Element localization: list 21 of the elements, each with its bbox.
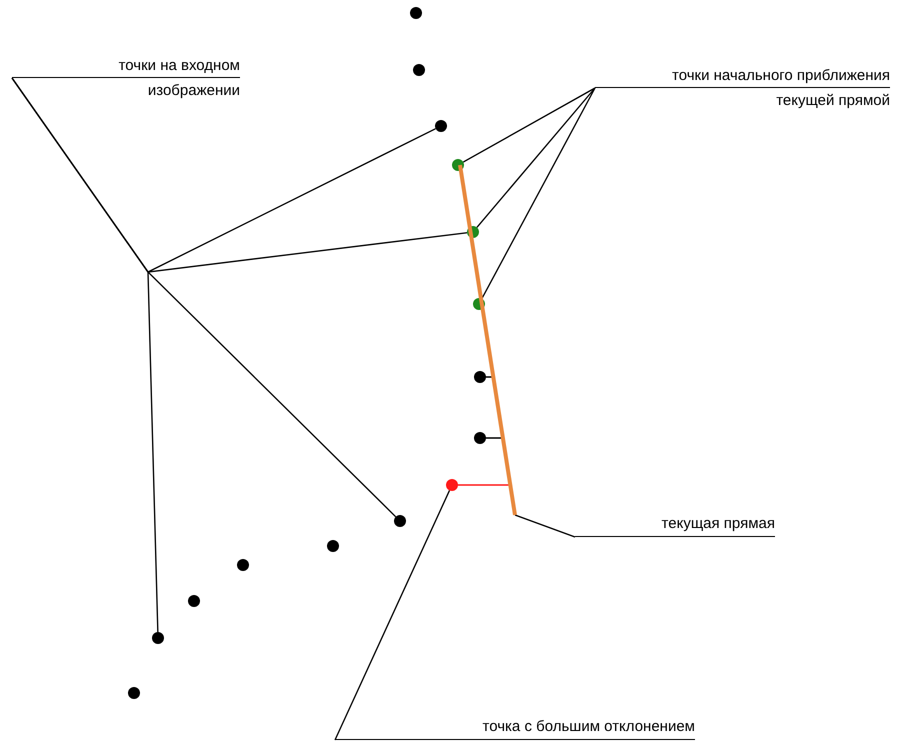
data-point — [152, 632, 164, 644]
leader-line — [514, 514, 576, 538]
data-point — [413, 64, 425, 76]
data-point — [410, 7, 422, 19]
data-point — [394, 515, 406, 527]
data-point — [188, 595, 200, 607]
callout-text: точка с большим отклонением — [482, 717, 695, 737]
data-point — [446, 479, 458, 491]
leader-line — [476, 88, 596, 228]
leader-line — [334, 490, 450, 740]
data-point — [128, 687, 140, 699]
data-point — [327, 540, 339, 552]
data-point — [237, 559, 249, 571]
leader-line — [481, 88, 596, 300]
callout-text: точки начального приближения текущей прямой — [671, 66, 890, 111]
leader-line — [11, 78, 158, 632]
callout-text: точки на входном изображении — [118, 56, 240, 101]
data-point — [435, 120, 447, 132]
callout-text: текущая прямая — [660, 514, 775, 534]
fitted-line — [458, 164, 517, 516]
leader-line — [462, 87, 596, 163]
